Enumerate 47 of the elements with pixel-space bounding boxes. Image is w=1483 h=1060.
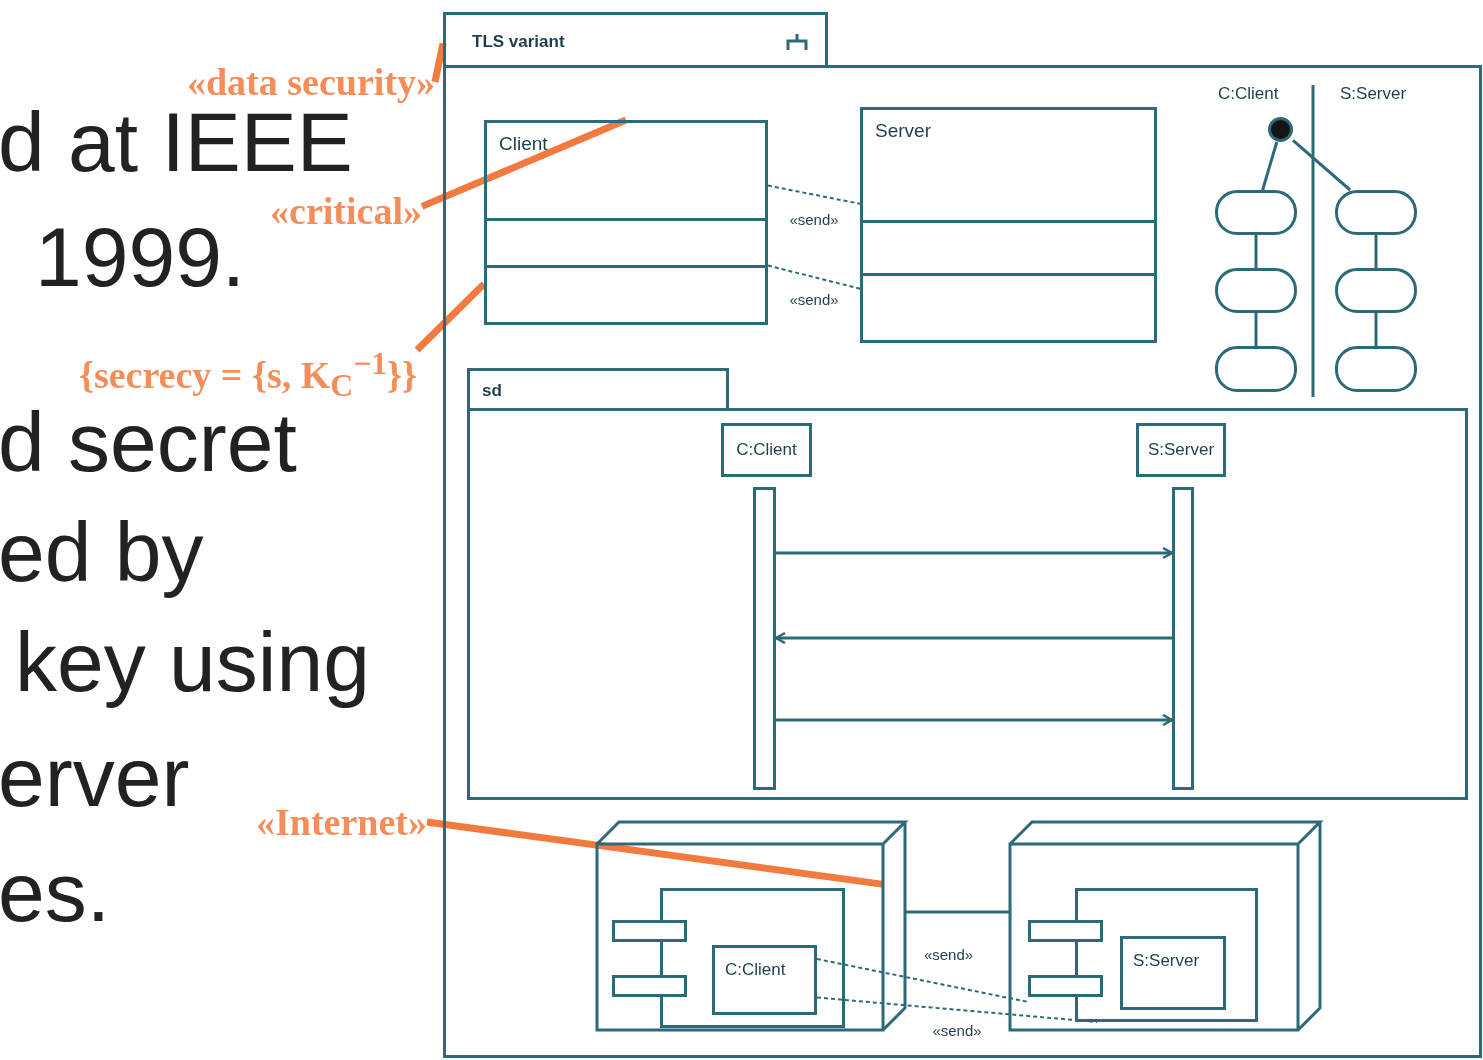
lifeline-head xyxy=(1136,423,1226,477)
connector-line xyxy=(905,910,1010,914)
swimlane-header: C:Client xyxy=(1218,84,1279,104)
leader-line xyxy=(414,281,487,353)
leader-line xyxy=(420,116,628,210)
action-node xyxy=(1215,268,1297,313)
swimlane-header: S:Server xyxy=(1340,84,1407,104)
action-node xyxy=(1215,346,1297,392)
lifeline-name: S:Server xyxy=(1147,440,1215,460)
class-box xyxy=(860,107,1157,343)
dependency-connector xyxy=(816,958,1029,1003)
action-node xyxy=(1335,268,1417,313)
object-name: S:Server xyxy=(1133,951,1200,970)
action-node xyxy=(1335,346,1417,392)
initial-node xyxy=(1268,117,1293,142)
message-arrow xyxy=(776,713,1174,727)
action-node xyxy=(1335,190,1417,235)
slide-text: es. xyxy=(0,850,111,934)
object-name: C:Client xyxy=(725,960,786,979)
connector-line xyxy=(1374,313,1378,346)
connector-line xyxy=(1292,139,1352,192)
lifeline-name: C:Client xyxy=(736,440,797,460)
leader-line xyxy=(426,818,884,888)
lifeline-head xyxy=(721,423,812,477)
frame-name: sd xyxy=(482,381,502,400)
object-box xyxy=(712,945,817,1015)
activation-bar xyxy=(753,487,776,790)
class-box xyxy=(484,120,768,325)
stereotype-annotation: «Internet» xyxy=(256,800,427,844)
slide-text: 1999. xyxy=(35,215,246,299)
connector-line xyxy=(1254,313,1258,346)
message-arrow xyxy=(774,631,1172,645)
object-box xyxy=(1120,936,1226,1010)
connector-line xyxy=(1261,141,1279,191)
message-arrow xyxy=(776,546,1174,560)
action-node xyxy=(1215,190,1297,235)
dependency-connector xyxy=(767,184,861,205)
stereotype-annotation: «critical» xyxy=(270,189,422,233)
class-name: Server xyxy=(875,120,931,141)
dependency-connector xyxy=(816,996,1098,1023)
connector-line xyxy=(1374,235,1378,268)
package-name: TLS variant xyxy=(472,31,565,52)
class-name: Client xyxy=(499,133,548,154)
activation-bar xyxy=(1172,487,1194,790)
slide-text: erver xyxy=(0,735,190,819)
connector-line xyxy=(1254,235,1258,268)
dependency-connector xyxy=(767,264,861,290)
